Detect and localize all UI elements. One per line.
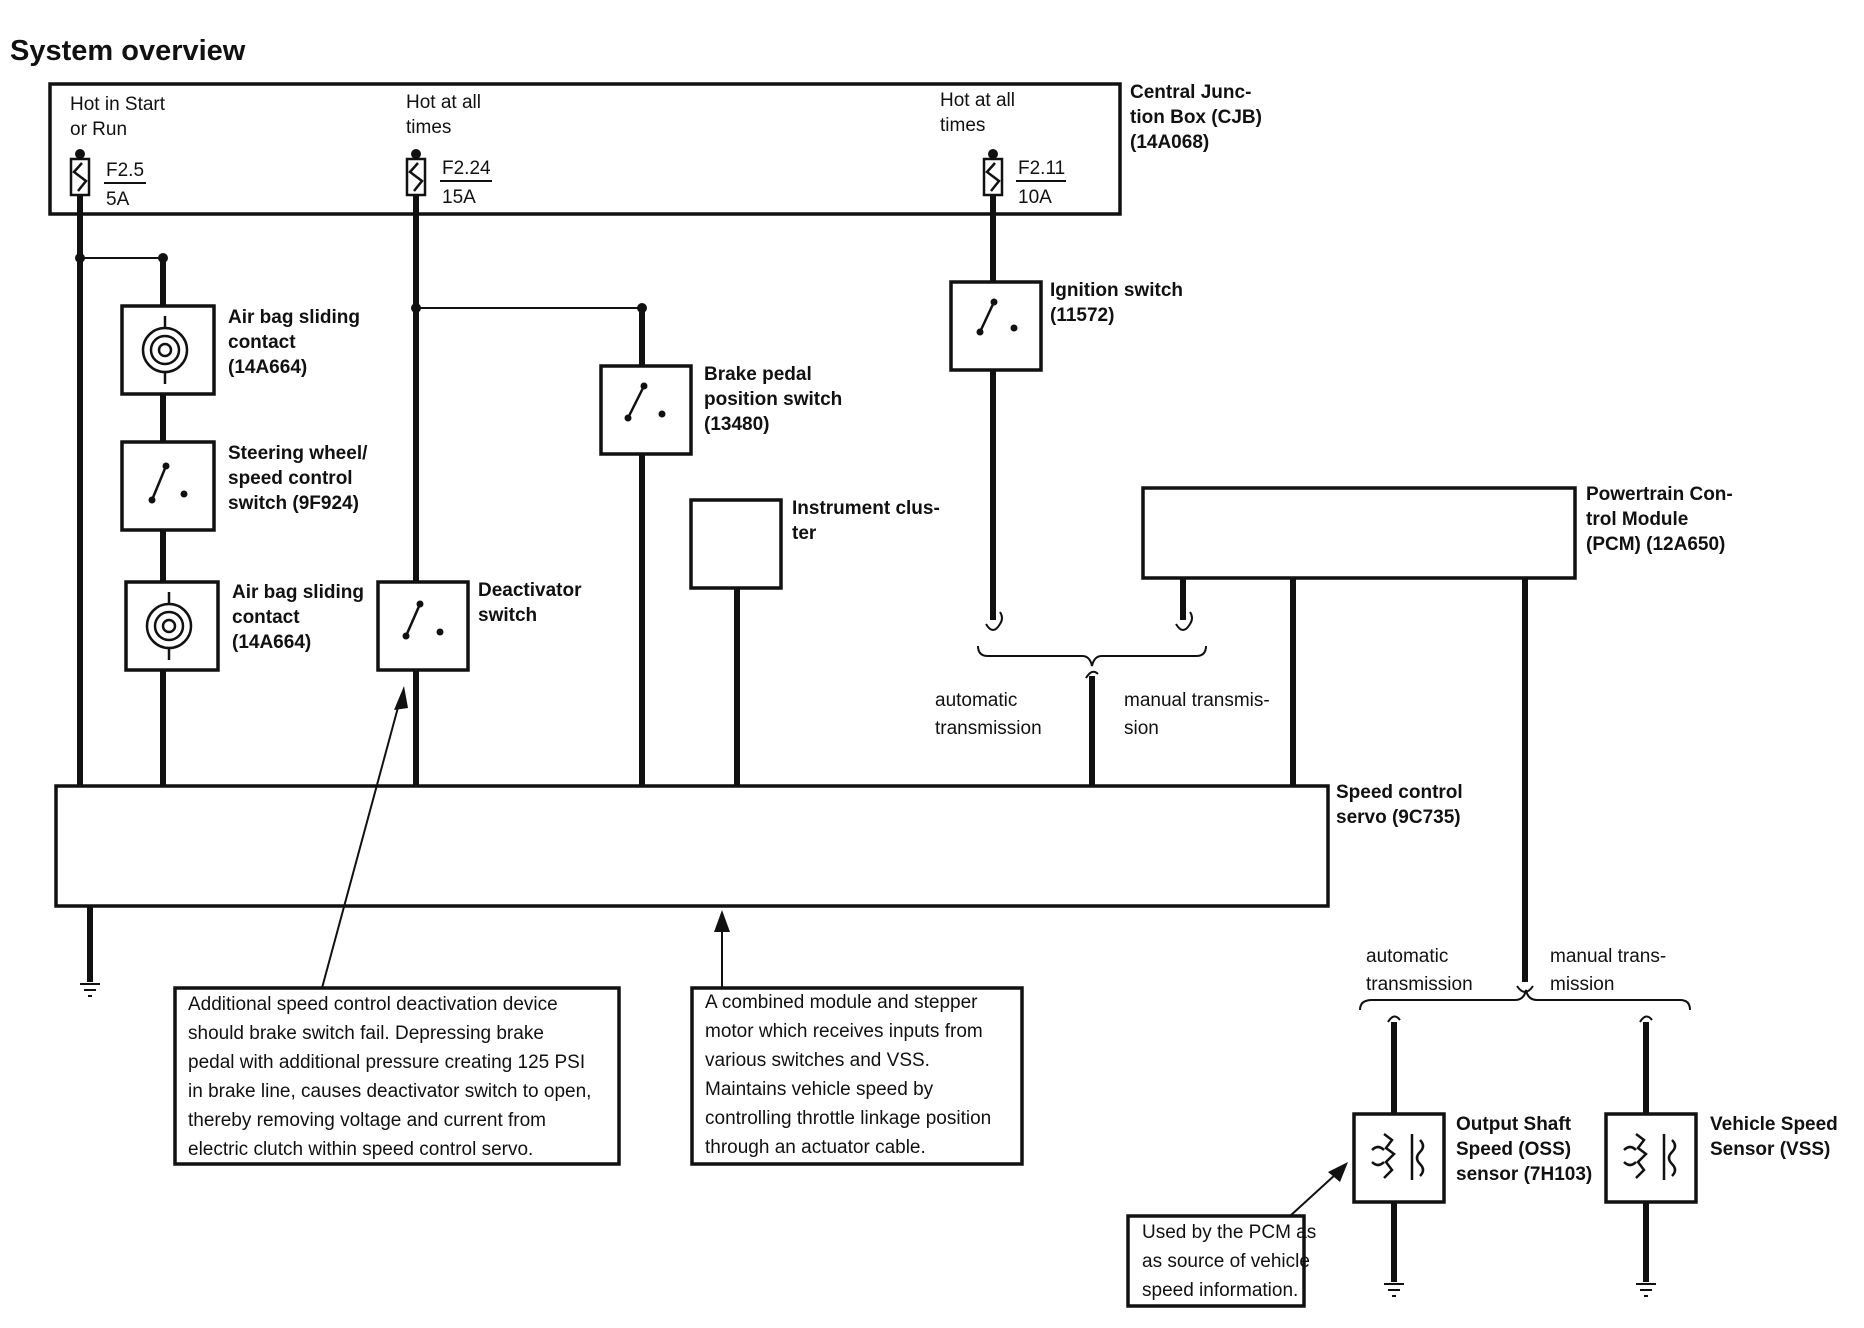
fuse-f2-11-icon: [982, 149, 1004, 197]
instrument-cluster-box: [689, 498, 783, 590]
diagram-title: System overview: [10, 35, 246, 67]
upper-branch-manual: manual transmis- sion: [1124, 690, 1275, 739]
note-servo-box: [690, 986, 1024, 1166]
lower-branch-automatic: automatic transmission: [1366, 946, 1473, 995]
pcm-label: Powertrain Con- trol Module (PCM) (12A65…: [1586, 484, 1738, 555]
switch-icon: [148, 462, 188, 504]
speed-sensor-icon: [1623, 1133, 1677, 1180]
steering-switch-label: Steering wheel/ speed control switch (9F…: [228, 443, 373, 514]
switch-icon: [976, 298, 1018, 336]
fuse-f2-24-label: F2.24: [442, 158, 491, 179]
ground-icon-oss: [1384, 1283, 1404, 1297]
ignition-switch-box: [949, 280, 1043, 372]
note-deactivator-leader: [321, 699, 401, 989]
fuse-f2-5-label: F2.5: [106, 160, 144, 181]
upper-branch-automatic: automatic transmission: [935, 690, 1042, 739]
clockspring-icon: [141, 316, 189, 384]
airbag-contact-2-box: [124, 580, 220, 672]
fuse-f2-5-rating: 5A: [106, 189, 130, 210]
vss-sensor-box: [1604, 1112, 1698, 1204]
airbag-contact-2-label: Air bag sliding contact (14A664): [232, 582, 369, 653]
fuse-f2-24-rating: 15A: [442, 187, 476, 208]
lower-brace: [1359, 989, 1691, 1011]
oss-sensor-label: Output Shaft Speed (OSS) sensor (7H103): [1456, 1114, 1592, 1185]
ground-icon-servo: [80, 983, 100, 997]
oss-sensor-box: [1352, 1112, 1446, 1204]
fuse-f2-11-rating: 10A: [1018, 187, 1052, 208]
fuse-f2-11-label: F2.11: [1018, 158, 1065, 179]
speed-control-servo-box: [54, 784, 1330, 908]
fuse-f2-24-icon: [405, 149, 427, 197]
ignition-switch-label: Ignition switch (11572): [1050, 280, 1188, 326]
deactivator-switch-box: [376, 580, 470, 672]
servo-label: Speed control servo (9C735): [1336, 782, 1468, 828]
arrow-icon: [394, 686, 408, 710]
deactivator-switch-label: Deactivator switch: [478, 580, 587, 626]
fuse-f2-5-icon: [69, 149, 91, 197]
lower-branch-manual: manual trans- mission: [1550, 946, 1671, 995]
brake-switch-label: Brake pedal position switch (13480): [704, 364, 848, 435]
feed-label-start-run: Hot in Start or Run: [70, 94, 170, 140]
switch-icon: [624, 382, 666, 422]
steering-switch-box: [120, 440, 216, 532]
feed-label-hot-1: Hot at all times: [406, 92, 486, 138]
vss-sensor-label: Vehicle Speed Sensor (VSS): [1710, 1114, 1843, 1160]
clockspring-icon: [145, 592, 193, 660]
airbag-contact-1-box: [120, 304, 216, 396]
ground-icon-vss: [1636, 1283, 1656, 1297]
airbag-contact-1-label: Air bag sliding contact (14A664): [228, 307, 365, 378]
central-junction-box: [48, 82, 1122, 216]
speed-sensor-icon: [1371, 1133, 1425, 1180]
feed-label-hot-2: Hot at all times: [940, 90, 1020, 136]
brake-switch-box: [599, 364, 693, 456]
note-oss-leader: [1289, 1173, 1337, 1217]
note-oss-text: Used by the PCM as as source of vehicle …: [1142, 1222, 1322, 1301]
switch-icon: [402, 600, 444, 640]
note-servo-text: A combined module and stepper motor whic…: [705, 992, 997, 1158]
arrow-icon: [1328, 1162, 1348, 1182]
note-deactivator-text: Additional speed control deactivation de…: [188, 994, 597, 1160]
note-deactivator-box: [173, 986, 621, 1166]
instrument-cluster-label: Instrument clus- ter: [792, 498, 945, 544]
arrow-icon: [714, 910, 730, 932]
note-oss-box: [1126, 1214, 1306, 1308]
upper-brace: [977, 645, 1207, 667]
pcm-box: [1141, 486, 1577, 580]
cjb-label: Central Junc- tion Box (CJB) (14A068): [1130, 82, 1267, 153]
